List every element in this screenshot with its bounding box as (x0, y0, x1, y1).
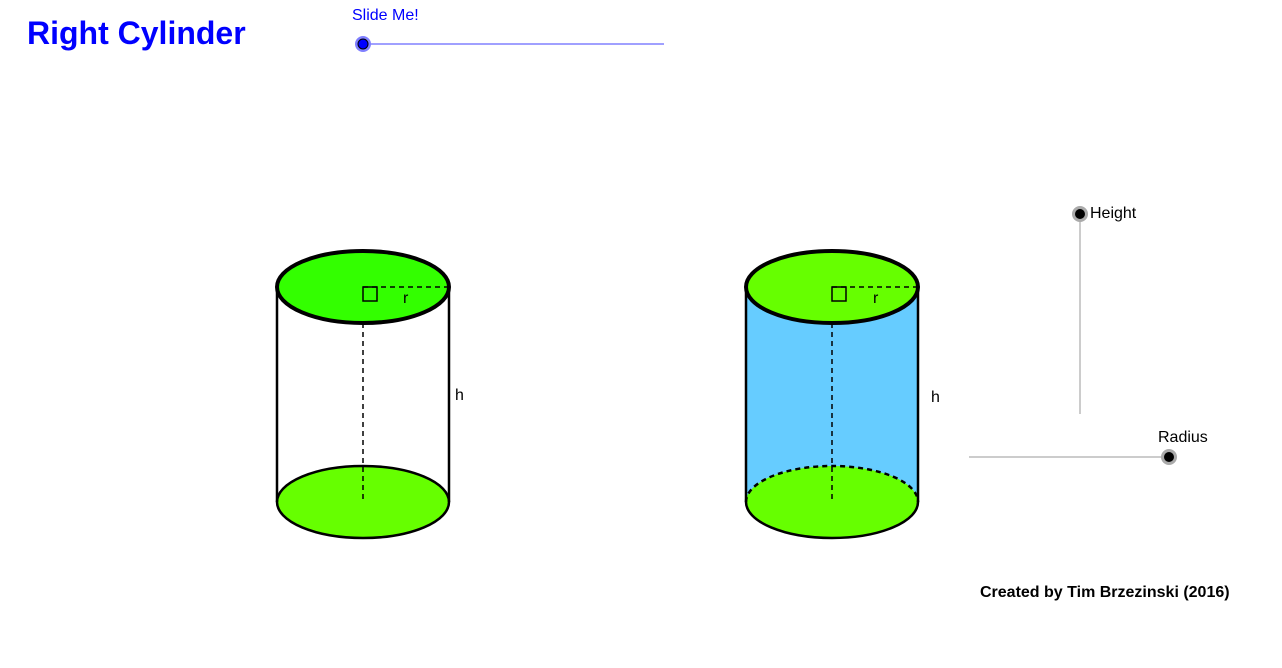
cylinder-left (275, 249, 451, 540)
credit-text: Created by Tim Brzezinski (2016) (980, 584, 1230, 601)
height-slider-label: Height (1090, 205, 1137, 222)
height-slider[interactable] (1072, 206, 1088, 414)
slider-label: Slide Me! (352, 7, 419, 24)
main-slider[interactable] (355, 36, 664, 52)
radius-slider[interactable] (969, 449, 1177, 465)
height-label-left: h (455, 387, 464, 404)
cylinder-right (744, 249, 920, 540)
radius-label-left: r (403, 290, 409, 307)
right-angle-marker (362, 286, 378, 302)
height-label-right: h (931, 389, 940, 406)
page-title: Right Cylinder (27, 15, 246, 51)
radius-slider-label: Radius (1158, 429, 1208, 446)
radius-label-right: r (873, 290, 879, 307)
